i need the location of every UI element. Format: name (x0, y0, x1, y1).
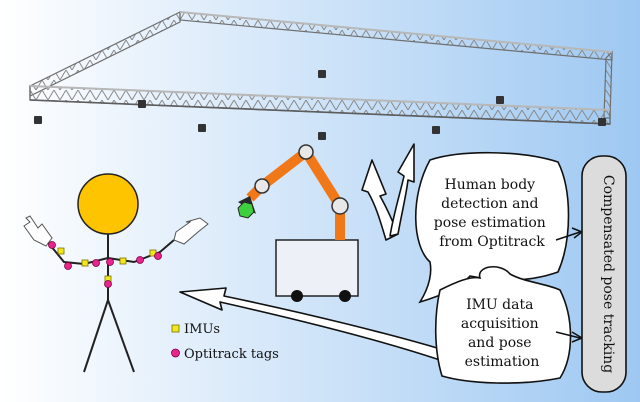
stick-figure (45, 173, 175, 373)
imu-box-text: IMU data acquisition and pose estimation (461, 297, 543, 370)
legend-imu-label: IMUs (184, 322, 220, 337)
truss-frame (29, 11, 613, 125)
output-box: Compensated pose tracking (581, 155, 627, 393)
head (77, 173, 139, 235)
optitrack-box-text: Human body detection and pose estimation… (434, 177, 551, 250)
glove-icon (23, 215, 209, 247)
robot-base (275, 239, 359, 297)
output-box-label: Compensated pose tracking (600, 175, 616, 373)
robot-arm (237, 144, 359, 302)
legend: IMUs Optitrack tags (171, 322, 279, 362)
optitrack-box: Human body detection and pose estimation… (415, 151, 570, 304)
imu-box: IMU data acquisition and pose estimation (434, 266, 572, 384)
flow-arrows (179, 143, 445, 361)
optitrack-tags (48, 241, 162, 288)
legend-tag-label: Optitrack tags (184, 347, 279, 362)
legend-tag-swatch (171, 348, 180, 358)
gripper (237, 201, 255, 219)
camera-icon (34, 70, 606, 140)
imu-sensors (57, 247, 157, 283)
legend-imu-swatch (171, 324, 180, 333)
